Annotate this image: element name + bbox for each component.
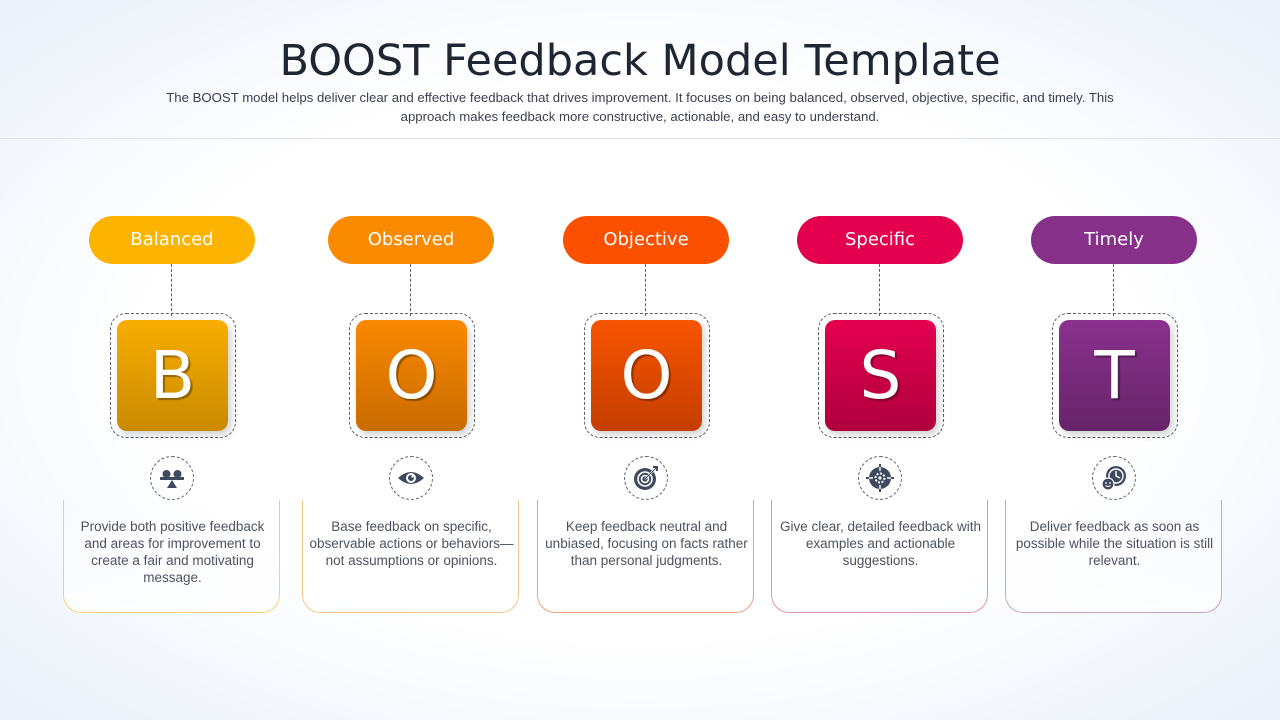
dashed-connector xyxy=(645,264,646,316)
target-icon xyxy=(624,456,668,500)
step-observed: Observed O Base feedback on specific, ob… xyxy=(302,0,522,720)
dashed-connector xyxy=(171,264,172,316)
step-description: Base feedback on specific, observable ac… xyxy=(309,519,514,568)
step-description: Provide both positive feedback and areas… xyxy=(80,519,265,585)
step-objective: Objective O Keep feedback neutral and un… xyxy=(537,0,757,720)
step-label-pill: Objective xyxy=(563,216,729,264)
dashed-connector xyxy=(1113,264,1114,316)
step-description: Deliver feedback as soon as possible whi… xyxy=(1015,519,1214,568)
step-balanced: Balanced B Provide both positive feedbac… xyxy=(63,0,283,720)
letter-frame xyxy=(349,313,475,438)
description-card: Deliver feedback as soon as possible whi… xyxy=(1005,500,1222,613)
eye-icon xyxy=(389,456,433,500)
step-label-pill: Timely xyxy=(1031,216,1197,264)
header: BOOST Feedback Model Template The BOOST … xyxy=(0,0,1280,138)
letter-tile: B xyxy=(117,320,228,431)
step-description: Give clear, detailed feedback with examp… xyxy=(779,519,982,568)
description-card: Provide both positive feedback and areas… xyxy=(63,500,280,613)
step-label-pill: Balanced xyxy=(89,216,255,264)
clock-smile-icon xyxy=(1092,456,1136,500)
description-card: Keep feedback neutral and unbiased, focu… xyxy=(537,500,754,613)
crosshair-gear-icon xyxy=(858,456,902,500)
letter-tile: O xyxy=(591,320,702,431)
dashed-connector xyxy=(879,264,880,316)
step-timely: Timely T Deliver feedback as soon as pos… xyxy=(1005,0,1225,720)
step-label-pill: Specific xyxy=(797,216,963,264)
description-card: Base feedback on specific, observable ac… xyxy=(302,500,519,613)
step-label-pill: Observed xyxy=(328,216,494,264)
letter-tile: T xyxy=(1059,320,1170,431)
step-description: Keep feedback neutral and unbiased, focu… xyxy=(545,519,748,568)
letter-tile: S xyxy=(825,320,936,431)
description-card: Give clear, detailed feedback with examp… xyxy=(771,500,988,613)
letter-frame xyxy=(584,313,710,438)
letter-frame xyxy=(1052,313,1178,438)
balance-scale-icon xyxy=(150,456,194,500)
header-divider xyxy=(0,138,1280,139)
page-subtitle: The BOOST model helps deliver clear and … xyxy=(166,90,1114,124)
page-title: BOOST Feedback Model Template xyxy=(279,36,1001,86)
letter-frame xyxy=(818,313,944,438)
dashed-connector xyxy=(410,264,411,316)
step-specific: Specific S Give clear, detailed feedback… xyxy=(771,0,991,720)
letter-tile: O xyxy=(356,320,467,431)
letter-frame xyxy=(110,313,236,438)
